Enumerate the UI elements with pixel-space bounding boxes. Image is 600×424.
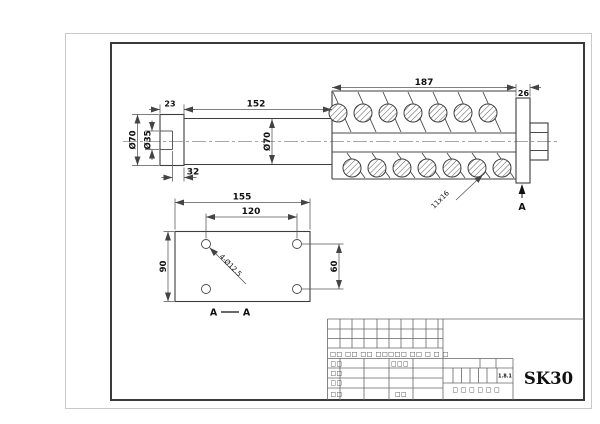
dim-plate-length: 155 — [233, 193, 252, 203]
section-arrowhead — [518, 184, 526, 194]
page-border — [65, 33, 592, 409]
dim-hole-span-v: 60 — [330, 261, 340, 273]
title-row-label-3: □□ — [331, 381, 343, 387]
title-row-label-2: □□ — [331, 371, 343, 377]
part-number: SK30 — [524, 369, 573, 388]
title-header-squares: □□ □□ □□ □□□□□ □□ □ □ □ — [330, 351, 449, 358]
drawing-frame — [110, 42, 585, 401]
flange-outline — [159, 113, 185, 167]
dim-hole-span-h: 120 — [242, 207, 261, 217]
title-row-mid-1: □□□ — [391, 362, 409, 368]
title-row-label-4: □□ — [331, 392, 343, 398]
dim-bore-dia: Ø35 — [143, 130, 154, 149]
dim-flange-dia: Ø70 — [128, 130, 139, 149]
base-plate-outline — [174, 230, 311, 303]
section-arrow-label: A — [518, 202, 526, 213]
title-scale: 1.8.1 — [498, 374, 512, 380]
section-label-right: A — [243, 308, 251, 319]
title-block-grid — [327, 318, 584, 400]
dim-rod-length: 152 — [247, 100, 266, 110]
dim-offset: 32 — [187, 168, 200, 178]
dim-rod-dia: Ø70 — [262, 132, 273, 151]
dim-spring-length: 187 — [415, 78, 434, 88]
title-block: □□ □□ □□ □□□□□ □□ □ □ □ □□ □□□ □□ □□ □□ … — [327, 318, 584, 400]
section-label-left: A — [210, 308, 218, 319]
dim-flange-width: 23 — [164, 100, 175, 109]
hex-nut — [529, 122, 549, 161]
title-footer-squares: □ □ □ □ □ □ — [453, 388, 501, 394]
title-row-mid-4: □□ — [395, 392, 407, 398]
dim-plate-width: 90 — [159, 261, 169, 273]
bolt-holes — [201, 239, 302, 294]
dim-end-plate-width: 26 — [518, 89, 530, 98]
spring-coils — [328, 103, 512, 178]
main-view: A 23 152 187 26 Ø70 — [123, 78, 557, 213]
section-arrow: A — [518, 184, 526, 213]
main-dimensions: 23 152 187 26 Ø70 Ø70 Ø3 — [128, 78, 541, 210]
section-line-label: A A — [210, 308, 251, 319]
title-row-label-1: □□ — [331, 362, 343, 368]
